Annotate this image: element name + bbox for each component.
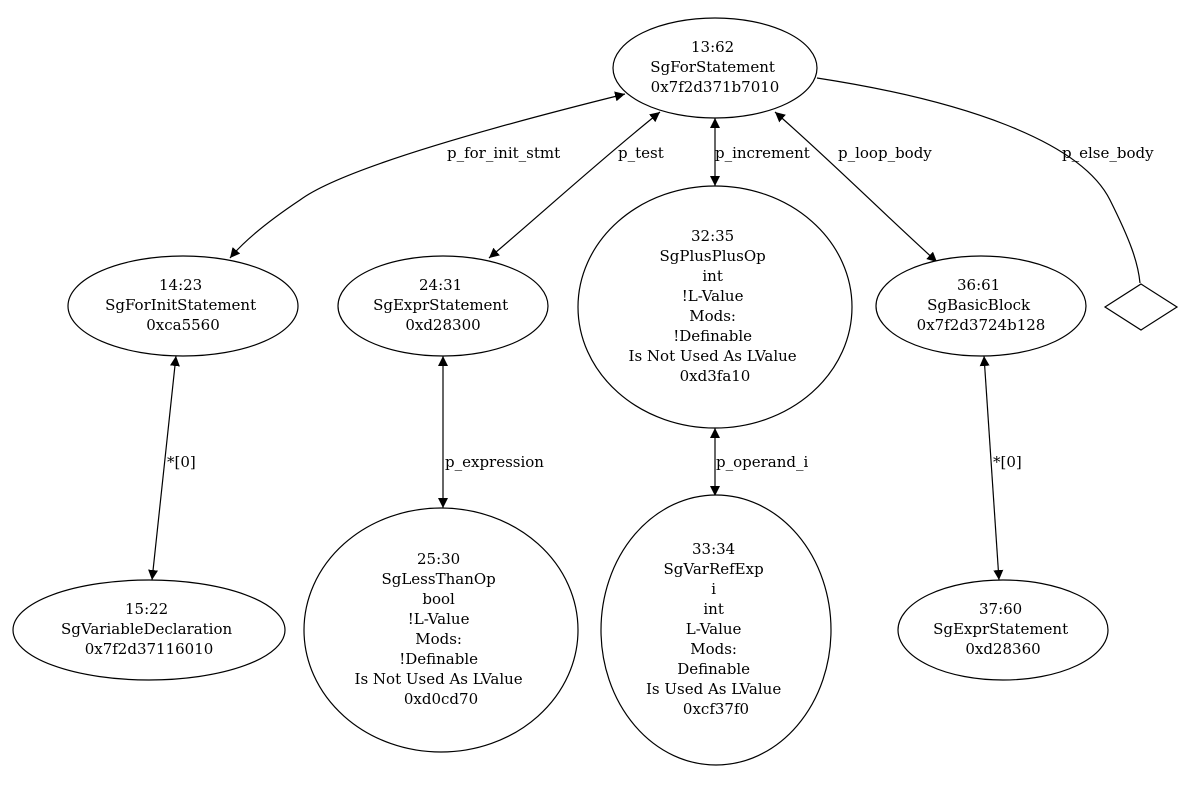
node-line: 15:22 — [125, 600, 168, 618]
edge-label-operand: p_operand_i — [716, 453, 808, 471]
node-line: SgVarRefExp — [664, 560, 764, 578]
node-less-than-op: 25:30 SgLessThanOp bool !L-Value Mods: !… — [303, 507, 579, 753]
node-line: !L-Value — [682, 287, 744, 305]
node-line: 32:35 — [691, 227, 734, 245]
node-line: 13:62 — [691, 38, 734, 56]
edges: p_for_init_stmt p_test p_increment p_loo… — [148, 77, 1154, 581]
svg-text:13:62 SgForStatement: 13:62 SgForStatement 0x7f2d371b7010 — [650, 38, 779, 96]
node-line: Mods: — [689, 307, 736, 325]
node-for-init-statement: 14:23 SgForInitStatement 0xca5560 — [67, 255, 299, 357]
node-line: 0xd3fa10 — [680, 367, 751, 385]
edge-init-0: *[0] — [148, 355, 196, 581]
node-line: 0x7f2d3724b128 — [917, 316, 1046, 334]
edge-increment: p_increment — [710, 118, 810, 186]
edge-label-init-0: *[0] — [167, 453, 196, 471]
node-line: !Definable — [673, 327, 752, 345]
node-line: 0x7f2d371b7010 — [651, 78, 780, 96]
node-line: bool — [422, 590, 455, 608]
edge-label-block-0: *[0] — [993, 453, 1022, 471]
node-line: SgVariableDeclaration — [61, 620, 232, 638]
node-line: L-Value — [686, 620, 742, 638]
node-line: Mods: — [415, 630, 462, 648]
svg-text:36:61 SgBasicBlock: 36:61 SgBasicBlock 0x7f2d3724b128 — [917, 276, 1046, 334]
nodes: 13:62 SgForStatement 0x7f2d371b7010 14:2… — [12, 17, 1179, 766]
edge-test: p_test — [488, 111, 664, 259]
node-line: 25:30 — [417, 550, 460, 568]
node-line: 24:31 — [419, 276, 462, 294]
edge-else-body: p_else_body — [816, 77, 1154, 284]
edge-label-increment: p_increment — [715, 144, 810, 162]
node-line: SgLessThanOp — [381, 570, 495, 588]
node-plus-plus-op: 32:35 SgPlusPlusOp int !L-Value Mods: !D… — [577, 185, 853, 429]
node-for-statement: 13:62 SgForStatement 0x7f2d371b7010 — [612, 17, 818, 119]
edge-loop-body: p_loop_body — [774, 111, 938, 263]
node-line: Is Not Used As LValue — [355, 670, 523, 688]
node-line: 33:34 — [692, 540, 735, 558]
node-line: 0x7f2d37116010 — [85, 640, 214, 658]
node-var-ref-exp: 33:34 SgVarRefExp i int L-Value Mods: De… — [600, 494, 832, 766]
node-line: 36:61 — [957, 276, 1000, 294]
node-line: int — [703, 600, 724, 618]
node-expr-statement-2: 37:60 SgExprStatement 0xd28360 — [897, 579, 1109, 681]
edge-label-else-body: p_else_body — [1062, 144, 1154, 162]
edge-label-expression: p_expression — [445, 453, 544, 471]
node-line: Definable — [677, 660, 750, 678]
node-line: 0xca5560 — [146, 316, 220, 334]
node-line: int — [702, 267, 723, 285]
edge-label-loop-body: p_loop_body — [838, 144, 932, 162]
svg-text:15:22 SgVariableDeclar: 15:22 SgVariableDeclaration 0x7f2d371160… — [61, 600, 237, 658]
edge-expression: p_expression — [438, 356, 544, 508]
svg-text:32:35 SgPlusPlusOp: 32:35 SgPlusPlusOp int !L-Value Mods: !D… — [629, 227, 802, 385]
node-variable-declaration: 15:22 SgVariableDeclaration 0x7f2d371160… — [12, 579, 286, 681]
node-line: !L-Value — [408, 610, 470, 628]
node-line: i — [711, 580, 716, 598]
node-line: 0xcf37f0 — [683, 700, 749, 718]
node-line: 14:23 — [159, 276, 202, 294]
svg-text:33:34 SgVarRefExp: 33:34 SgVarRefExp i int L-Value Mods: De… — [646, 540, 786, 718]
node-line: 37:60 — [979, 600, 1022, 618]
edge-label-for-init-stmt: p_for_init_stmt — [447, 144, 560, 162]
node-line: Mods: — [690, 640, 737, 658]
node-line: SgForStatement — [650, 58, 775, 76]
svg-text:24:31 SgExprStatement: 24:31 SgExprStatement 0xd28300 — [373, 276, 513, 334]
svg-text:14:23 SgForInitStateme: 14:23 SgForInitStatement 0xca5560 — [105, 276, 261, 334]
node-line: SgForInitStatement — [105, 296, 256, 314]
node-line: 0xd28300 — [405, 316, 480, 334]
node-line: Is Used As LValue — [646, 680, 781, 698]
edge-block-0: *[0] — [979, 355, 1022, 581]
node-line: SgExprStatement — [933, 620, 1068, 638]
node-line: Is Not Used As LValue — [629, 347, 797, 365]
node-line: !Definable — [399, 650, 478, 668]
node-else-body-null — [1103, 283, 1179, 331]
node-line: SgExprStatement — [373, 296, 508, 314]
node-line: 0xd0cd70 — [404, 690, 478, 708]
node-line: 0xd28360 — [965, 640, 1040, 658]
edge-for-init-stmt: p_for_init_stmt — [229, 91, 626, 259]
node-expr-statement: 24:31 SgExprStatement 0xd28300 — [337, 255, 549, 357]
edge-label-test: p_test — [618, 144, 664, 162]
node-line: SgBasicBlock — [927, 296, 1031, 314]
node-basic-block: 36:61 SgBasicBlock 0x7f2d3724b128 — [875, 255, 1087, 357]
edge-operand: p_operand_i — [710, 428, 808, 496]
svg-text:25:30 SgLessThanOp: 25:30 SgLessThanOp bool !L-Value Mods: !… — [355, 550, 528, 708]
node-line: SgPlusPlusOp — [659, 247, 765, 265]
svg-text:37:60 SgExprStatement: 37:60 SgExprStatement 0xd28360 — [933, 600, 1073, 658]
